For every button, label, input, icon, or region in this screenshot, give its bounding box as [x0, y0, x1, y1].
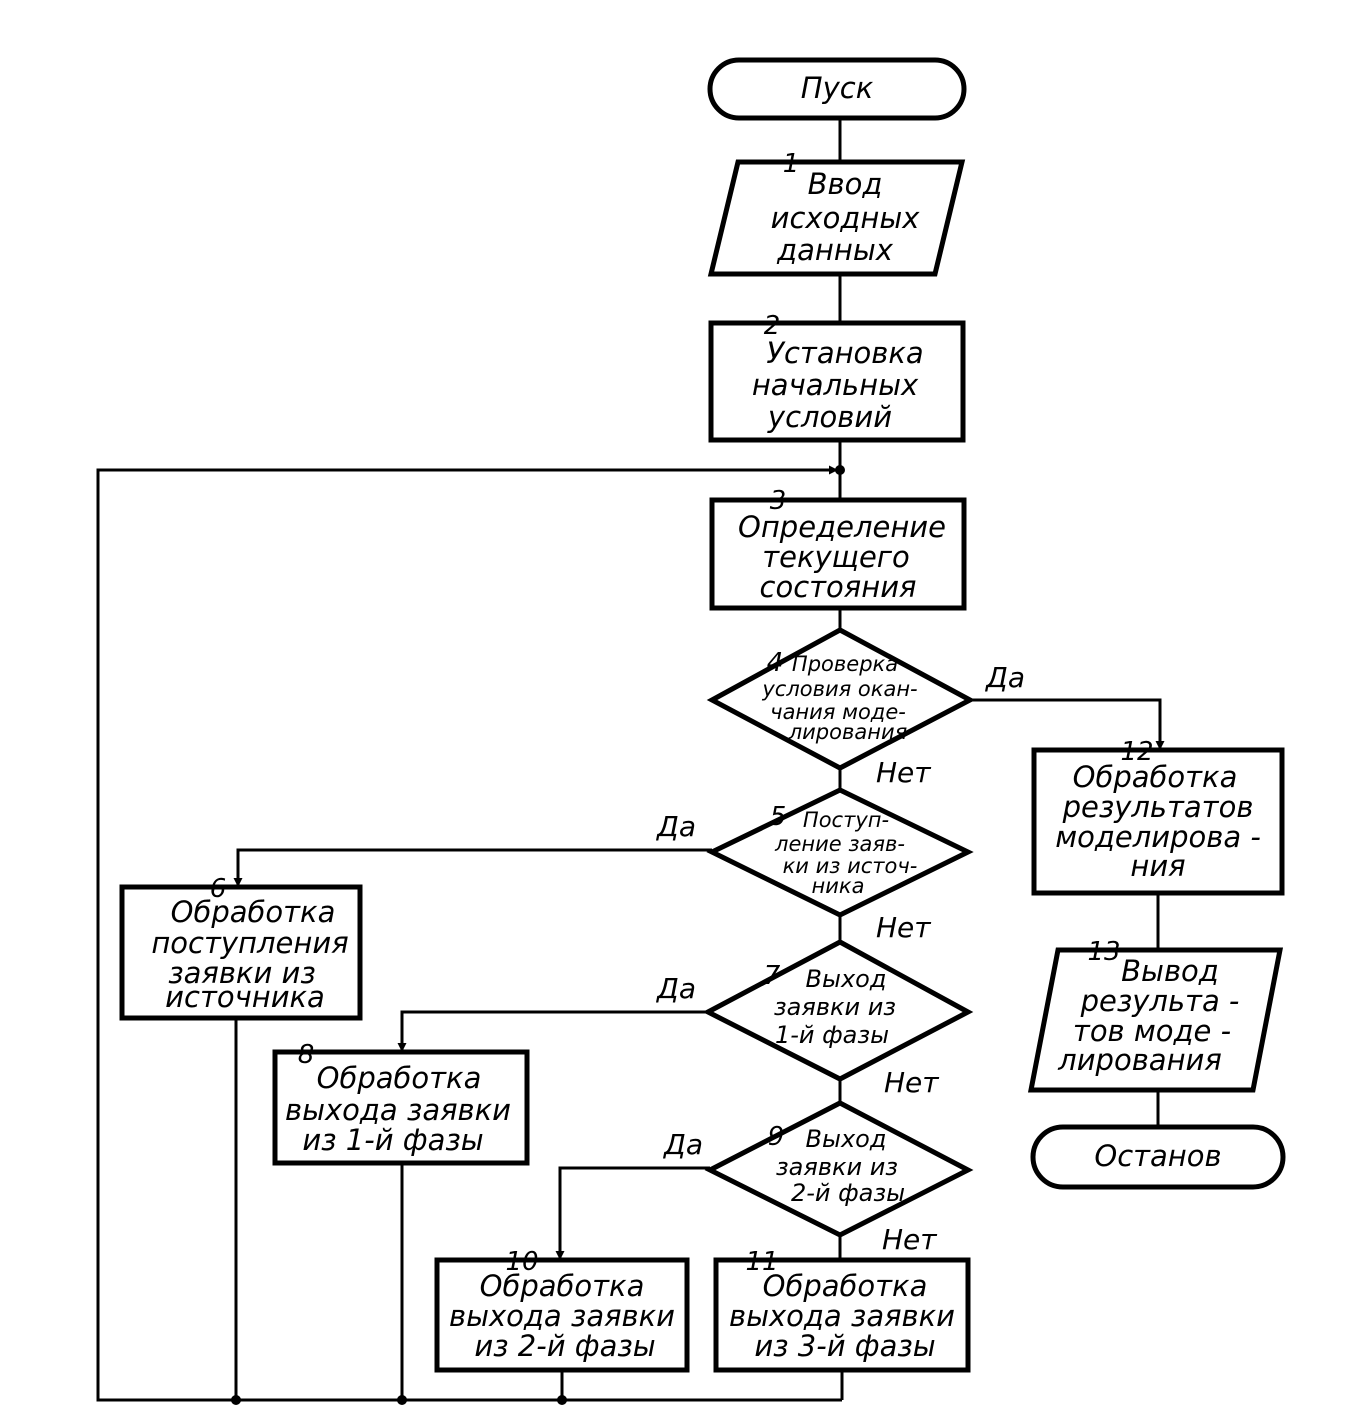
block-number: 7: [764, 961, 781, 991]
block-number: 5: [770, 802, 787, 832]
yes-label-block-5: Да: [655, 810, 696, 843]
block-text-line: Обработка: [1073, 760, 1238, 794]
block-number: 8: [298, 1040, 315, 1070]
block-text-line: чания моде-: [770, 700, 906, 724]
block-text-line: Определение: [738, 510, 946, 544]
block-text-line: лирования: [788, 720, 908, 744]
block-number: 12: [1120, 737, 1153, 767]
block-text-line: результатов: [1062, 790, 1254, 824]
yes-label-block-4: Да: [984, 661, 1025, 694]
block-10-process: 10 Обработка выхода заявки из 2-й фазы: [434, 1247, 690, 1373]
terminal-stop-label: Останов: [1094, 1139, 1221, 1173]
block-text-line: поступления: [151, 926, 348, 960]
block-text-line: состояния: [760, 570, 917, 604]
block-text-line: исходных: [771, 201, 921, 235]
block-text-line: выхода заявки: [449, 1299, 675, 1333]
block-text-line: источника: [165, 980, 325, 1014]
no-label-block-9: Нет: [882, 1223, 937, 1256]
block-text-line: Поступ-: [803, 808, 889, 832]
no-label-block-7: Нет: [884, 1066, 939, 1099]
yes-label-block-7: Да: [655, 972, 696, 1005]
junction-dot: [231, 1395, 241, 1405]
edge-4-to-12-yes: [970, 698, 1165, 750]
junction-dot: [835, 465, 845, 475]
block-text-line: 1-й фазы: [775, 1021, 889, 1049]
connectors: [96, 118, 1165, 1405]
block-11-process: 11 Обработка выхода заявки из 3-й фазы: [713, 1247, 971, 1373]
block-text-line: 2-й фазы: [791, 1179, 905, 1207]
junction-dot: [557, 1395, 567, 1405]
terminal-start-label: Пуск: [801, 71, 874, 105]
block-text-line: тов моде -: [1073, 1014, 1231, 1048]
terminal-start: Пуск: [707, 57, 967, 121]
block-number: 13: [1087, 937, 1120, 967]
block-text-line: Обработка: [171, 895, 336, 929]
block-text-line: ника: [812, 874, 865, 898]
block-text-line: ния: [1130, 849, 1185, 883]
block-number: 1: [783, 149, 800, 179]
block-13-output: 13 Вывод результа - тов моде - лирования: [1027, 937, 1284, 1093]
edge-7-to-8-yes: [397, 1010, 708, 1052]
edge-9-to-10-yes: [555, 1166, 710, 1260]
block-text-line: Проверка: [792, 652, 898, 676]
block-7-decision: 7 Выход заявки из 1-й фазы: [702, 939, 974, 1082]
edge-5-to-6-yes: [233, 848, 712, 887]
block-text-line: заявки из: [774, 993, 896, 1021]
block-9-decision: 9 Выход заявки из 2-й фазы: [704, 1100, 974, 1238]
block-text-line: Выход: [806, 965, 887, 993]
block-text-line: Вывод: [1121, 954, 1219, 988]
block-text-line: ки из источ-: [783, 854, 918, 878]
yes-label-block-9: Да: [662, 1128, 703, 1161]
block-number: 9: [768, 1122, 785, 1152]
block-number: 3: [770, 486, 787, 516]
block-text-line: условий: [767, 400, 892, 434]
block-text-line: Выход: [806, 1125, 887, 1153]
block-text-line: заявки из: [168, 956, 316, 990]
block-2-process: 2 Установка начальных условий: [708, 311, 966, 443]
block-number: 4: [767, 648, 784, 678]
block-number: 11: [745, 1247, 778, 1277]
block-text-line: Обработка: [763, 1269, 928, 1303]
block-12-process: 12 Обработка результатов моделирова - ни…: [1031, 737, 1285, 896]
block-5-decision: 5 Поступ- ление заяв- ки из источ- ника: [706, 787, 974, 918]
block-text-line: из 1-й фазы: [302, 1123, 483, 1157]
block-text-line: из 3-й фазы: [754, 1329, 935, 1363]
block-number: 6: [210, 874, 227, 904]
block-text-line: лирования: [1057, 1043, 1222, 1077]
block-text-line: Установка: [766, 336, 923, 370]
loop-back-line: [96, 465, 842, 1402]
block-text-line: выхода заявки: [729, 1299, 955, 1333]
block-number: 10: [505, 1247, 538, 1277]
block-text-line: заявки из: [776, 1153, 898, 1181]
block-text-line: результа -: [1080, 984, 1240, 1018]
block-text-line: выхода заявки: [285, 1093, 511, 1127]
no-label-block-5: Нет: [876, 911, 931, 944]
block-number: 2: [764, 311, 781, 341]
block-text-line: Обработка: [480, 1269, 645, 1303]
block-text-line: текущего: [762, 540, 910, 574]
block-text-line: данных: [776, 233, 894, 267]
terminal-stop: Останов: [1030, 1124, 1286, 1190]
block-text-line: условия окан-: [761, 677, 917, 701]
block-text-line: моделирова -: [1055, 820, 1261, 854]
block-text-line: Обработка: [317, 1061, 482, 1095]
no-label-block-4: Нет: [876, 756, 931, 789]
block-3-process: 3 Определение текущего состояния: [709, 486, 967, 611]
block-text-line: ление заяв-: [774, 832, 905, 856]
block-4-decision: 4 Проверка условия окан- чания моде- лир…: [706, 627, 976, 771]
edge-labels: Да Нет Да Нет Да Нет Да Нет: [655, 661, 1025, 1256]
block-1-input: 1 Ввод исходных данных: [707, 149, 966, 277]
junction-dot: [397, 1395, 407, 1405]
block-6-process: 6 Обработка поступления заявки из источн…: [119, 874, 363, 1021]
block-text-line: начальных: [752, 368, 919, 402]
block-text-line: из 2-й фазы: [474, 1329, 655, 1363]
block-text-line: Ввод: [808, 167, 883, 201]
block-8-process: 8 Обработка выхода заявки из 1-й фазы: [272, 1040, 530, 1166]
